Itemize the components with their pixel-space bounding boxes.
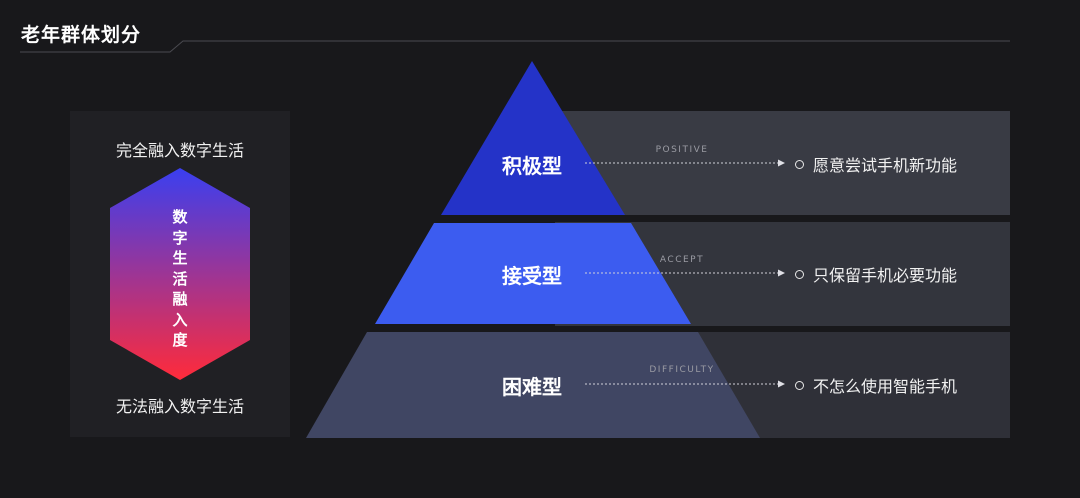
scale-top-label: 完全融入数字生活 — [115, 141, 244, 160]
level-desc-text: 只保留手机必要功能 — [813, 266, 958, 285]
bullet-circle-icon — [795, 380, 804, 390]
level-en-accept: ACCEPT — [659, 255, 705, 265]
level-name-positive: 积极型 — [502, 154, 562, 178]
level-desc-text: 愿意尝试手机新功能 — [813, 156, 958, 175]
level-name-difficulty: 困难型 — [502, 375, 562, 399]
scale-bottom-label: 无法融入数字生活 — [115, 397, 244, 416]
pyramid-tier-positive — [441, 61, 625, 215]
level-desc-accept: 只保留手机必要功能 — [795, 262, 957, 286]
bullet-circle-icon — [795, 269, 804, 279]
pyramid-tier-difficulty — [306, 332, 760, 438]
level-desc-text: 不怎么使用智能手机 — [813, 377, 958, 396]
level-name-accept: 接受型 — [502, 264, 562, 288]
bullet-circle-icon — [795, 159, 804, 169]
integration-scale-panel: 完全融入数字生活 数字生活融入度 无法融入数字生活 — [70, 111, 290, 437]
scale-axis-label: 数字生活融入度 — [172, 208, 188, 349]
level-desc-difficulty: 不怎么使用智能手机 — [795, 373, 957, 397]
page-title: 老年群体划分 — [21, 24, 142, 46]
integration-hexagon — [110, 168, 250, 380]
connector-difficulty — [585, 380, 785, 388]
connector-positive — [585, 159, 785, 167]
level-en-difficulty: DIFFICULTY — [649, 365, 715, 375]
header-divider — [20, 40, 1010, 53]
level-desc-positive: 愿意尝试手机新功能 — [795, 152, 957, 176]
pyramid-tier-accept — [375, 223, 691, 324]
level-en-positive: POSITIVE — [655, 145, 709, 155]
connector-accept — [585, 269, 785, 277]
